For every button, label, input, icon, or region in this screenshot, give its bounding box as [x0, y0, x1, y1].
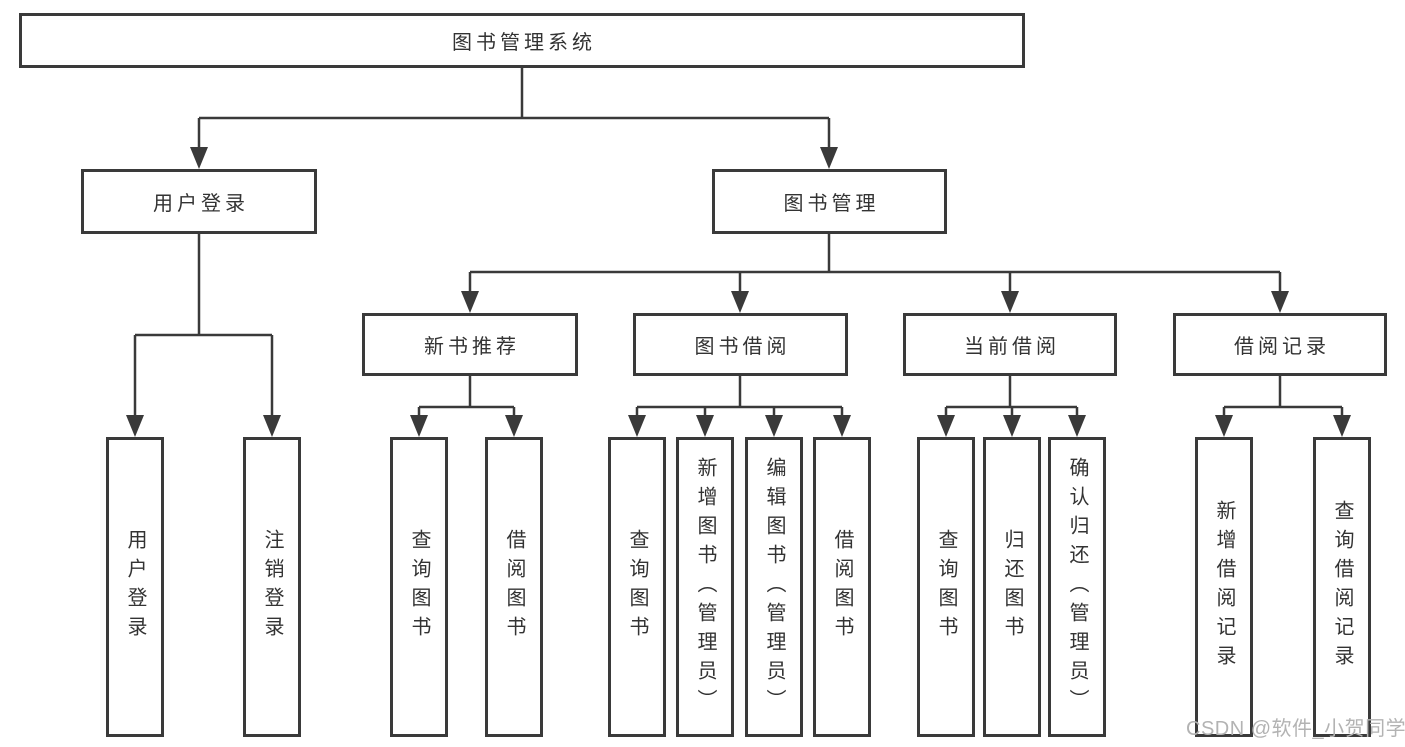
node-book-borrow: 图书借阅 [633, 313, 848, 376]
leaf-return-book: 归还图书 [983, 437, 1041, 737]
leaf-borrow-books-borrow: 借阅图书 [813, 437, 871, 737]
leaf-confirm-return-admin: 确认归还（管理员） [1048, 437, 1106, 737]
tree-edges [133, 68, 1344, 419]
leaf-query-borrow-record: 查询借阅记录 [1313, 437, 1371, 737]
node-current-borrow: 当前借阅 [903, 313, 1117, 376]
leaf-query-books-borrow: 查询图书 [608, 437, 666, 737]
leaf-query-books-current: 查询图书 [917, 437, 975, 737]
node-root: 图书管理系统 [19, 13, 1025, 68]
leaf-user-login: 用户登录 [106, 437, 164, 737]
leaf-add-borrow-record: 新增借阅记录 [1195, 437, 1253, 737]
arrow-heads [126, 147, 1351, 437]
watermark: CSDN @软件_小贺同学 [1186, 718, 1405, 740]
node-user-login: 用户登录 [81, 169, 317, 234]
node-borrow-records: 借阅记录 [1173, 313, 1387, 376]
node-new-book-recommend: 新书推荐 [362, 313, 578, 376]
leaf-add-book-admin: 新增图书（管理员） [676, 437, 734, 737]
leaf-query-books-recommend: 查询图书 [390, 437, 448, 737]
leaf-logout: 注销登录 [243, 437, 301, 737]
node-book-management: 图书管理 [712, 169, 947, 234]
leaf-borrow-books-recommend: 借阅图书 [485, 437, 543, 737]
leaf-edit-book-admin: 编辑图书（管理员） [745, 437, 803, 737]
